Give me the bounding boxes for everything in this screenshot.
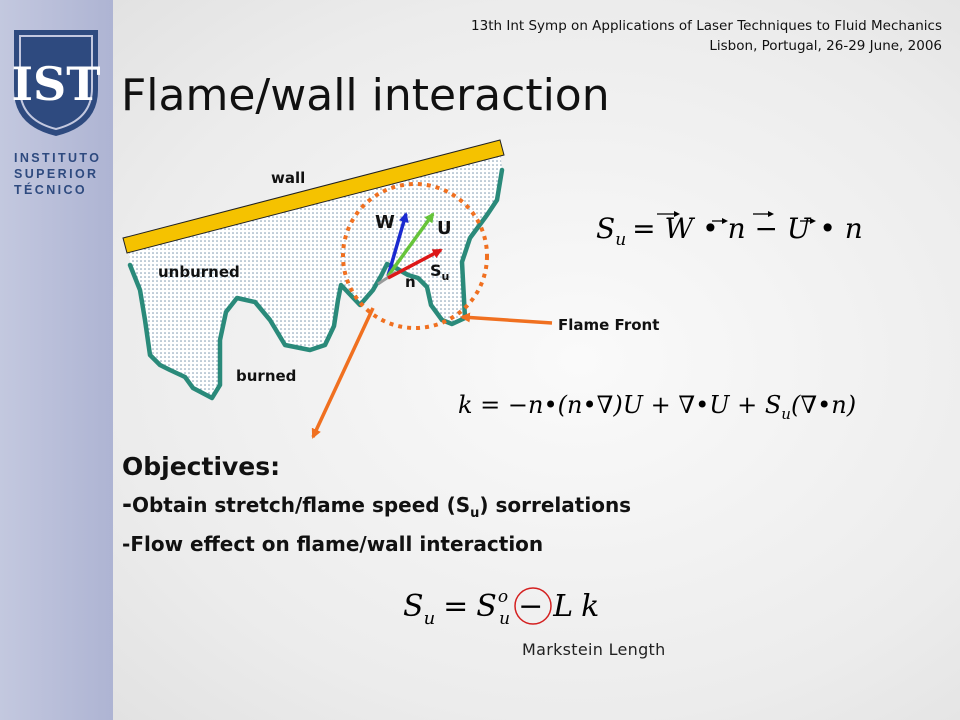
- logo-line-3: TÉCNICO: [14, 183, 88, 197]
- markstein-length-label: Markstein Length: [522, 640, 666, 659]
- svg-text:k = −n•(n•∇)U + ∇•U + Su(∇•n): k = −n•(n•∇)U + ∇•U + Su(∇•n): [458, 391, 856, 423]
- svg-text:IST: IST: [12, 57, 100, 111]
- sidebar: IST INSTITUTO SUPERIOR TÉCNICO: [0, 0, 113, 720]
- objective-item-2: -Flow effect on flame/wall interaction: [122, 532, 544, 556]
- equation-stretch: k = −n•(n•∇)U + ∇•U + Su(∇•n): [458, 391, 856, 423]
- objectives-section: Objectives: -Obtain stretch/flame speed …: [122, 452, 631, 559]
- slide-title: Flame/wall interaction: [121, 70, 610, 121]
- conference-header: 13th Int Symp on Applications of Laser T…: [471, 16, 942, 56]
- markstein-length-highlight-circle: [514, 587, 552, 625]
- svg-text:Su=Sou−Lk: Su=Sou−Lk: [403, 587, 599, 629]
- vector-su-arrow: [387, 248, 443, 280]
- interaction-zone-circle: [341, 182, 489, 330]
- burned-label: burned: [236, 367, 296, 385]
- wall-bar: [122, 139, 505, 254]
- flame-front-curve: [127, 167, 505, 401]
- wall-label: wall: [271, 169, 305, 187]
- objectives-heading: Objectives:: [122, 452, 281, 481]
- vector-w-arrow: [386, 212, 409, 277]
- objective-item-1: -Obtain stretch/flame speed (Su) sorrela…: [122, 490, 632, 521]
- unburned-region: [128, 150, 502, 398]
- vector-w-label: W: [375, 212, 395, 233]
- flame-front-label: Flame Front: [558, 316, 659, 334]
- ist-shield-logo-icon: IST: [12, 30, 100, 136]
- eq1-vector-marks: [657, 211, 816, 224]
- flame-front-arrow: [460, 312, 553, 325]
- vector-u-arrow: [386, 212, 435, 278]
- vector-u-label: U: [437, 218, 452, 239]
- vector-n-label: n: [405, 273, 416, 291]
- conference-line-1: 13th Int Symp on Applications of Laser T…: [471, 18, 942, 34]
- institution-name: INSTITUTO SUPERIOR TÉCNICO: [14, 150, 104, 198]
- equation-su-definition: Su= W • n − U • n: [596, 211, 863, 250]
- logo-line-2: SUPERIOR: [14, 167, 99, 181]
- zoom-arrow: [311, 307, 375, 439]
- vector-su-label: Su: [430, 261, 449, 283]
- unburned-label: unburned: [158, 263, 240, 281]
- conference-line-2: Lisbon, Portugal, 26-29 June, 2006: [709, 38, 942, 54]
- logo-line-1: INSTITUTO: [14, 151, 102, 165]
- slide-content: [113, 0, 960, 720]
- svg-text:Su= W • n − U • n: Su= W • n − U • n: [596, 212, 863, 250]
